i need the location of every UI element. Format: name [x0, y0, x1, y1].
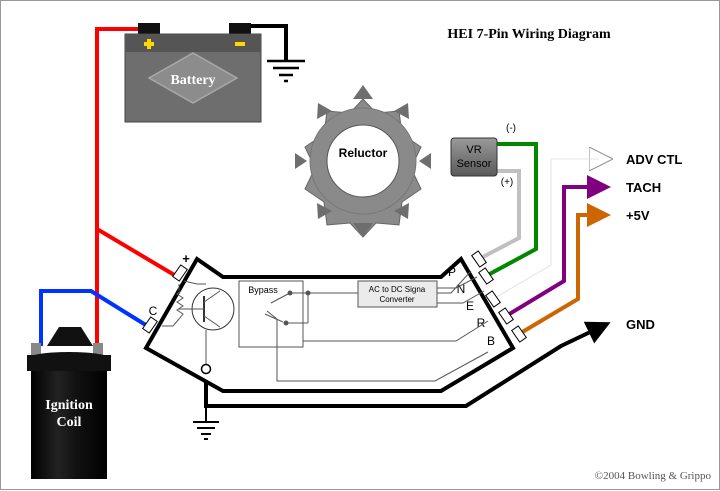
- gray-vr-wire: [478, 169, 521, 261]
- purple-tach-wire: [504, 175, 611, 318]
- tach-label: TACH: [626, 180, 661, 195]
- red-battery-wire: [95, 27, 149, 346]
- hei-module: + C P N E R B: [142, 250, 527, 393]
- terminal-p: [471, 250, 487, 268]
- battery-ground-wire: [241, 24, 288, 61]
- gnd-label: GND: [626, 317, 655, 332]
- module-internal-circuit: [162, 270, 489, 382]
- pin-n-label: N: [457, 282, 466, 296]
- copyright: ©2004 Bowling & Grippo: [595, 470, 712, 482]
- terminal-c: [142, 316, 158, 334]
- vr-negative-label: (-): [506, 123, 516, 134]
- pin-b-label: B: [487, 334, 495, 348]
- terminal-plus-label: +: [182, 251, 190, 266]
- reluctor-label: Reluctor: [339, 146, 388, 160]
- green-vr-wire: [485, 142, 538, 278]
- converter-label-line1: AC to DC Signa: [369, 285, 426, 294]
- pin-r-label: R: [477, 316, 486, 330]
- adv-ctl-label: ADV CTL: [626, 152, 682, 167]
- terminal-b: [511, 325, 527, 343]
- module-ground-terminal: [200, 363, 212, 375]
- vr-sensor-label-line2: Sensor: [457, 158, 492, 170]
- orange-5v-wire: [517, 203, 611, 336]
- red-module-plus-wire: [95, 227, 178, 278]
- coil-label-line1: Ignition: [45, 398, 93, 413]
- reluctor: Reluctor: [295, 85, 431, 238]
- battery-label: Battery: [170, 73, 215, 88]
- terminal-r: [498, 307, 514, 325]
- terminal-n: [478, 267, 494, 285]
- blue-coil-wire: [39, 289, 151, 346]
- diagram-title: HEI 7-Pin Wiring Diagram: [447, 27, 611, 42]
- coil-label-line2: Coil: [57, 415, 82, 430]
- pin-p-label: P: [448, 265, 456, 279]
- terminal-c-label: C: [149, 304, 158, 318]
- ignition-coil: Ignition Coil: [27, 327, 111, 479]
- vr-sensor-label-line1: VR: [466, 144, 481, 156]
- ac-dc-converter: [357, 280, 438, 308]
- vr-sensor: VR Sensor (-) (+): [450, 123, 516, 188]
- converter-label-line2: Converter: [379, 295, 414, 304]
- terminal-e: [485, 290, 501, 308]
- white-adv-ctl-outline: [492, 158, 599, 300]
- terminal-plus: [172, 264, 188, 282]
- bypass-label: Bypass: [248, 285, 278, 295]
- plus5v-label: +5V: [626, 208, 650, 223]
- vr-positive-label: (+): [501, 177, 514, 188]
- module-outline: [143, 255, 516, 393]
- pin-e-label: E: [466, 299, 474, 313]
- module-ground-icon: [193, 421, 219, 440]
- battery: Battery: [124, 23, 262, 123]
- battery-ground-icon: [267, 59, 305, 83]
